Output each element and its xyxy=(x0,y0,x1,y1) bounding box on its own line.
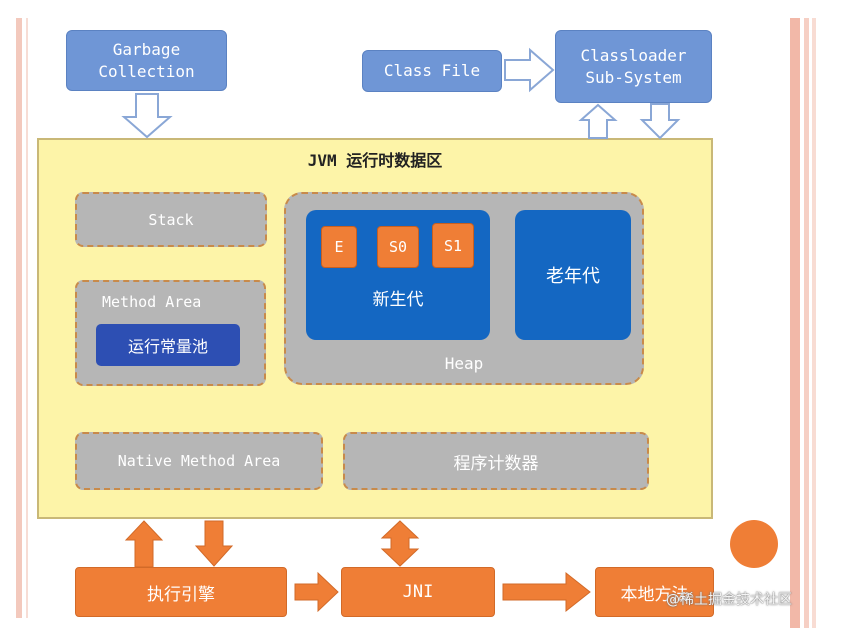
left-border-stripe xyxy=(16,18,22,618)
native-methods-box: 本地方法 xyxy=(595,567,714,617)
classloader-down-arrow xyxy=(639,103,681,140)
execution-up-arrow xyxy=(124,520,164,568)
garbage-collection-box: Garbage Collection xyxy=(66,30,227,91)
runtime-constant-pool-box: 运行常量池 xyxy=(96,324,240,366)
native-method-area-box: Native Method Area xyxy=(75,432,323,490)
classfile-right-arrow xyxy=(504,47,555,93)
runtime-area-title: JVM 运行时数据区 xyxy=(307,151,443,170)
right-border-stripe xyxy=(812,18,816,628)
watermark: @稀土掘金技术社区 xyxy=(666,592,792,608)
jni-bidirectional-arrow xyxy=(380,520,420,567)
execution-engine-box: 执行引擎 xyxy=(75,567,287,617)
decorative-circle xyxy=(730,520,778,568)
gc-down-arrow xyxy=(121,93,173,139)
execution-down-arrow xyxy=(194,520,234,567)
eden-space-box: E xyxy=(321,226,357,268)
program-counter-box: 程序计数器 xyxy=(343,432,649,490)
jni-box: JNI xyxy=(341,567,495,617)
classloader-up-arrow xyxy=(578,103,618,139)
method-area-label: Method Area xyxy=(102,293,202,311)
survivor-s1-box: S1 xyxy=(432,223,474,268)
classloader-subsystem-box: Classloader Sub-System xyxy=(555,30,712,103)
jni-to-native-arrow xyxy=(502,571,591,613)
right-border-stripe xyxy=(804,18,809,628)
heap-label: Heap xyxy=(444,353,484,373)
execution-to-jni-arrow xyxy=(294,571,339,613)
right-border-stripe xyxy=(790,18,800,628)
left-border-stripe-thin xyxy=(26,18,28,618)
old-generation-box: 老年代 xyxy=(515,210,631,340)
class-file-box: Class File xyxy=(362,50,502,92)
survivor-s0-box: S0 xyxy=(377,226,419,268)
stack-box: Stack xyxy=(75,192,267,247)
young-generation-label: 新生代 xyxy=(372,289,424,310)
